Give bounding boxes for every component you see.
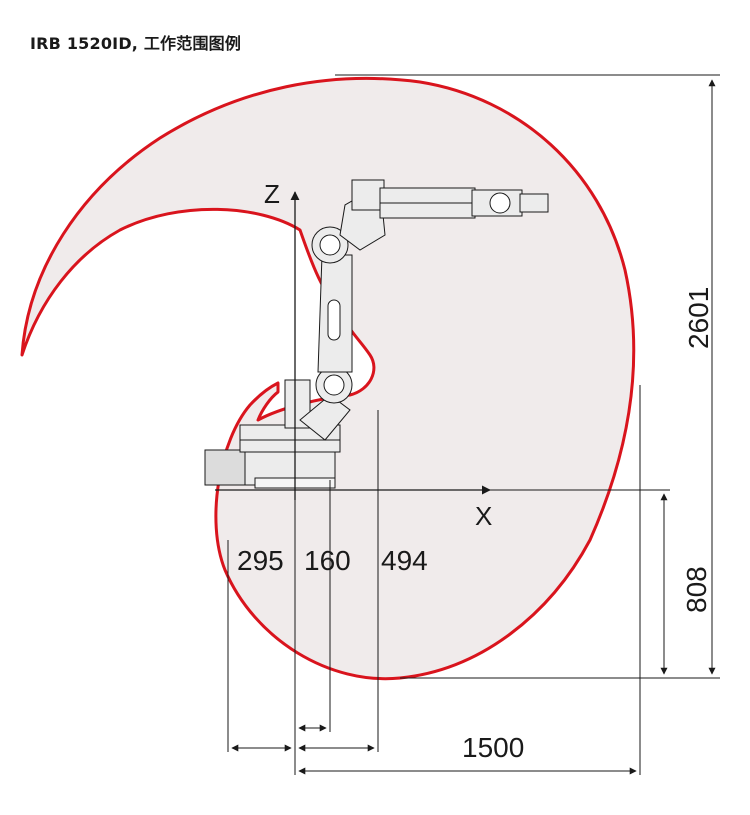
- robot-base: [204, 424, 341, 489]
- extension-lines: [227, 74, 720, 775]
- dimension-808: 808: [681, 566, 712, 613]
- dimension-295: 295: [237, 545, 284, 576]
- dimension-1500: 1500: [462, 732, 524, 763]
- robot-upper-arm: [339, 179, 549, 251]
- dimension-494: 494: [381, 545, 428, 576]
- x-axis-label: X: [475, 501, 492, 531]
- working-envelope: [20, 76, 636, 681]
- z-axis-label: Z: [264, 179, 280, 209]
- page-title: IRB 1520ID, 工作范围图例: [30, 34, 242, 53]
- dimension-2601: 2601: [683, 287, 714, 349]
- robot-lower-arm: [284, 226, 353, 441]
- dimension-160: 160: [304, 545, 351, 576]
